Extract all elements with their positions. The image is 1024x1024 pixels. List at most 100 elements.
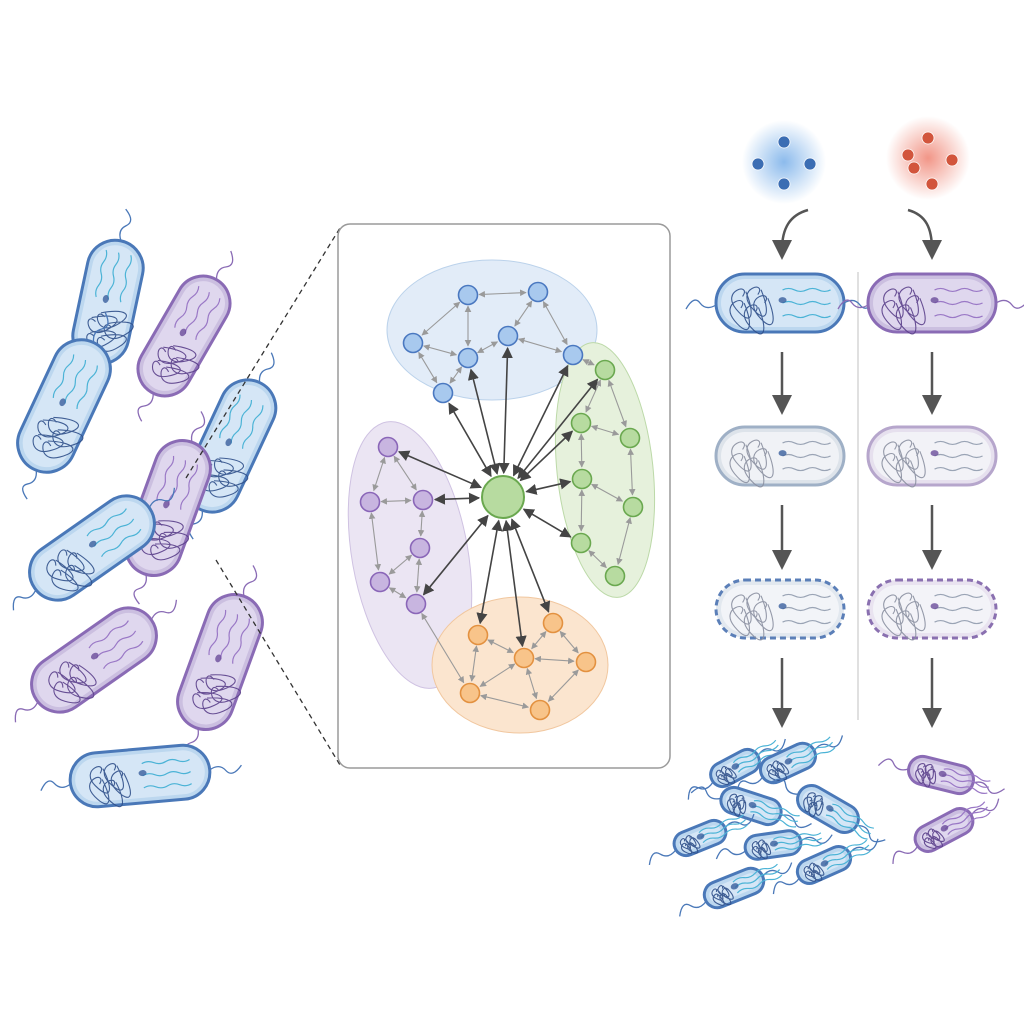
network-node-g5 bbox=[622, 496, 644, 518]
flagellum-icon bbox=[837, 299, 869, 310]
transcript-icon bbox=[942, 774, 989, 788]
nucleoid-dna-icon bbox=[915, 763, 936, 788]
nucleoid-dna-icon bbox=[881, 592, 926, 641]
left-column-cell-faded bbox=[714, 425, 846, 488]
blue-signal-molecules-icon bbox=[742, 120, 826, 204]
cytoplasm bbox=[75, 750, 205, 802]
network-node-p2 bbox=[359, 491, 381, 513]
network-node-g7 bbox=[604, 565, 626, 587]
transcript-icon bbox=[174, 286, 200, 328]
network-edge bbox=[591, 483, 624, 502]
network-edge bbox=[542, 301, 568, 346]
population-bacterium-3 bbox=[16, 312, 112, 500]
transcript-icon bbox=[947, 811, 991, 835]
transcript-icon bbox=[934, 606, 983, 612]
ribosome-icon bbox=[179, 328, 187, 337]
nucleoid-dna-icon bbox=[881, 286, 926, 335]
ribosome-icon bbox=[696, 833, 705, 840]
network-node-o6 bbox=[529, 699, 551, 721]
transcript-icon bbox=[940, 780, 988, 795]
hub-edge bbox=[448, 402, 492, 478]
flagellum-icon bbox=[762, 862, 793, 877]
transcript-icon bbox=[782, 619, 831, 625]
transcript-icon bbox=[934, 313, 983, 319]
network-nodes bbox=[359, 281, 644, 721]
hub-edge bbox=[476, 519, 503, 625]
cytoplasm bbox=[873, 279, 991, 327]
transcript-icon bbox=[119, 255, 132, 303]
transcript-icon bbox=[168, 460, 187, 506]
network-node-o4 bbox=[575, 651, 597, 673]
population-bacterium-1 bbox=[71, 208, 145, 395]
network-node-p3 bbox=[412, 489, 434, 511]
transcript-icon bbox=[941, 801, 986, 825]
flagellum-icon bbox=[892, 845, 919, 864]
flagellum-icon bbox=[215, 250, 234, 280]
flagellum-icon bbox=[648, 849, 677, 866]
transcript-icon bbox=[782, 300, 831, 306]
flagellum-icon bbox=[258, 352, 275, 383]
hub-edge bbox=[525, 478, 572, 495]
transcript-icon bbox=[791, 747, 836, 769]
transcript-icon bbox=[698, 814, 744, 833]
flagellum-icon bbox=[209, 764, 242, 774]
network-node-b4 bbox=[457, 347, 479, 369]
flagellum-icon bbox=[21, 470, 38, 500]
nucleoid-dna-icon bbox=[46, 549, 95, 592]
ribosome-icon bbox=[826, 805, 834, 812]
transcript-icon bbox=[208, 609, 227, 656]
network-edge bbox=[421, 301, 461, 336]
nucleoid-dna-icon bbox=[679, 835, 701, 855]
cytoplasm bbox=[721, 432, 839, 480]
network-edge bbox=[372, 456, 386, 492]
network-edge bbox=[449, 366, 463, 384]
nucleoid-dna-icon bbox=[729, 439, 774, 488]
ribosome-icon bbox=[731, 763, 740, 770]
hub-edge bbox=[433, 492, 481, 505]
transcript-icon bbox=[774, 843, 823, 851]
right-column-cell-dashed-membrane bbox=[866, 578, 998, 641]
transcript-icon bbox=[829, 809, 871, 835]
hub-edge bbox=[517, 378, 599, 480]
nucleoid-dna-icon bbox=[715, 765, 737, 785]
cytoplasm bbox=[22, 344, 106, 468]
cytoplasm bbox=[77, 245, 139, 359]
transcript-icon bbox=[782, 313, 831, 319]
flagellum-icon bbox=[772, 877, 800, 895]
network-edge bbox=[380, 497, 412, 505]
transcript-icon bbox=[242, 405, 264, 449]
transcript-icon bbox=[934, 300, 983, 306]
network-node-b2 bbox=[527, 281, 549, 303]
proliferated-blue-cell-2 bbox=[736, 735, 844, 794]
transcript-icon bbox=[232, 618, 250, 664]
network-node-p1 bbox=[377, 436, 399, 458]
transcript-icon bbox=[826, 849, 872, 870]
population-bacterium-8 bbox=[176, 565, 264, 759]
ribosome-icon bbox=[90, 652, 99, 660]
flagellum-icon bbox=[119, 208, 132, 242]
nucleoid-dna-icon bbox=[140, 520, 190, 561]
transcript-icon bbox=[934, 619, 983, 625]
hub-edge bbox=[501, 519, 527, 648]
nucleoid-dna-icon bbox=[751, 839, 771, 860]
network-node-b6 bbox=[562, 344, 584, 366]
transcript-icon bbox=[143, 783, 192, 789]
transcript-icon bbox=[788, 741, 834, 763]
ribosome-icon bbox=[769, 840, 778, 847]
proliferated-blue-cell-7 bbox=[772, 838, 879, 895]
flagellum-icon bbox=[190, 411, 206, 443]
cytoplasm bbox=[873, 432, 991, 480]
network-node-g3 bbox=[619, 427, 641, 449]
flagellum-icon bbox=[877, 758, 909, 771]
transcript-icon bbox=[782, 440, 831, 446]
transcript-icon bbox=[782, 287, 831, 293]
flagellum-icon bbox=[970, 798, 1000, 816]
flagellum-icon bbox=[148, 487, 176, 509]
flagellum-icon bbox=[690, 786, 722, 800]
network-node-p6 bbox=[405, 593, 427, 615]
flagellum-icon bbox=[12, 589, 37, 611]
transcript-icon bbox=[934, 287, 983, 293]
nucleoid-dna-icon bbox=[729, 286, 774, 335]
flagellum-icon bbox=[813, 735, 844, 752]
left-column-cell-intact bbox=[685, 272, 877, 335]
